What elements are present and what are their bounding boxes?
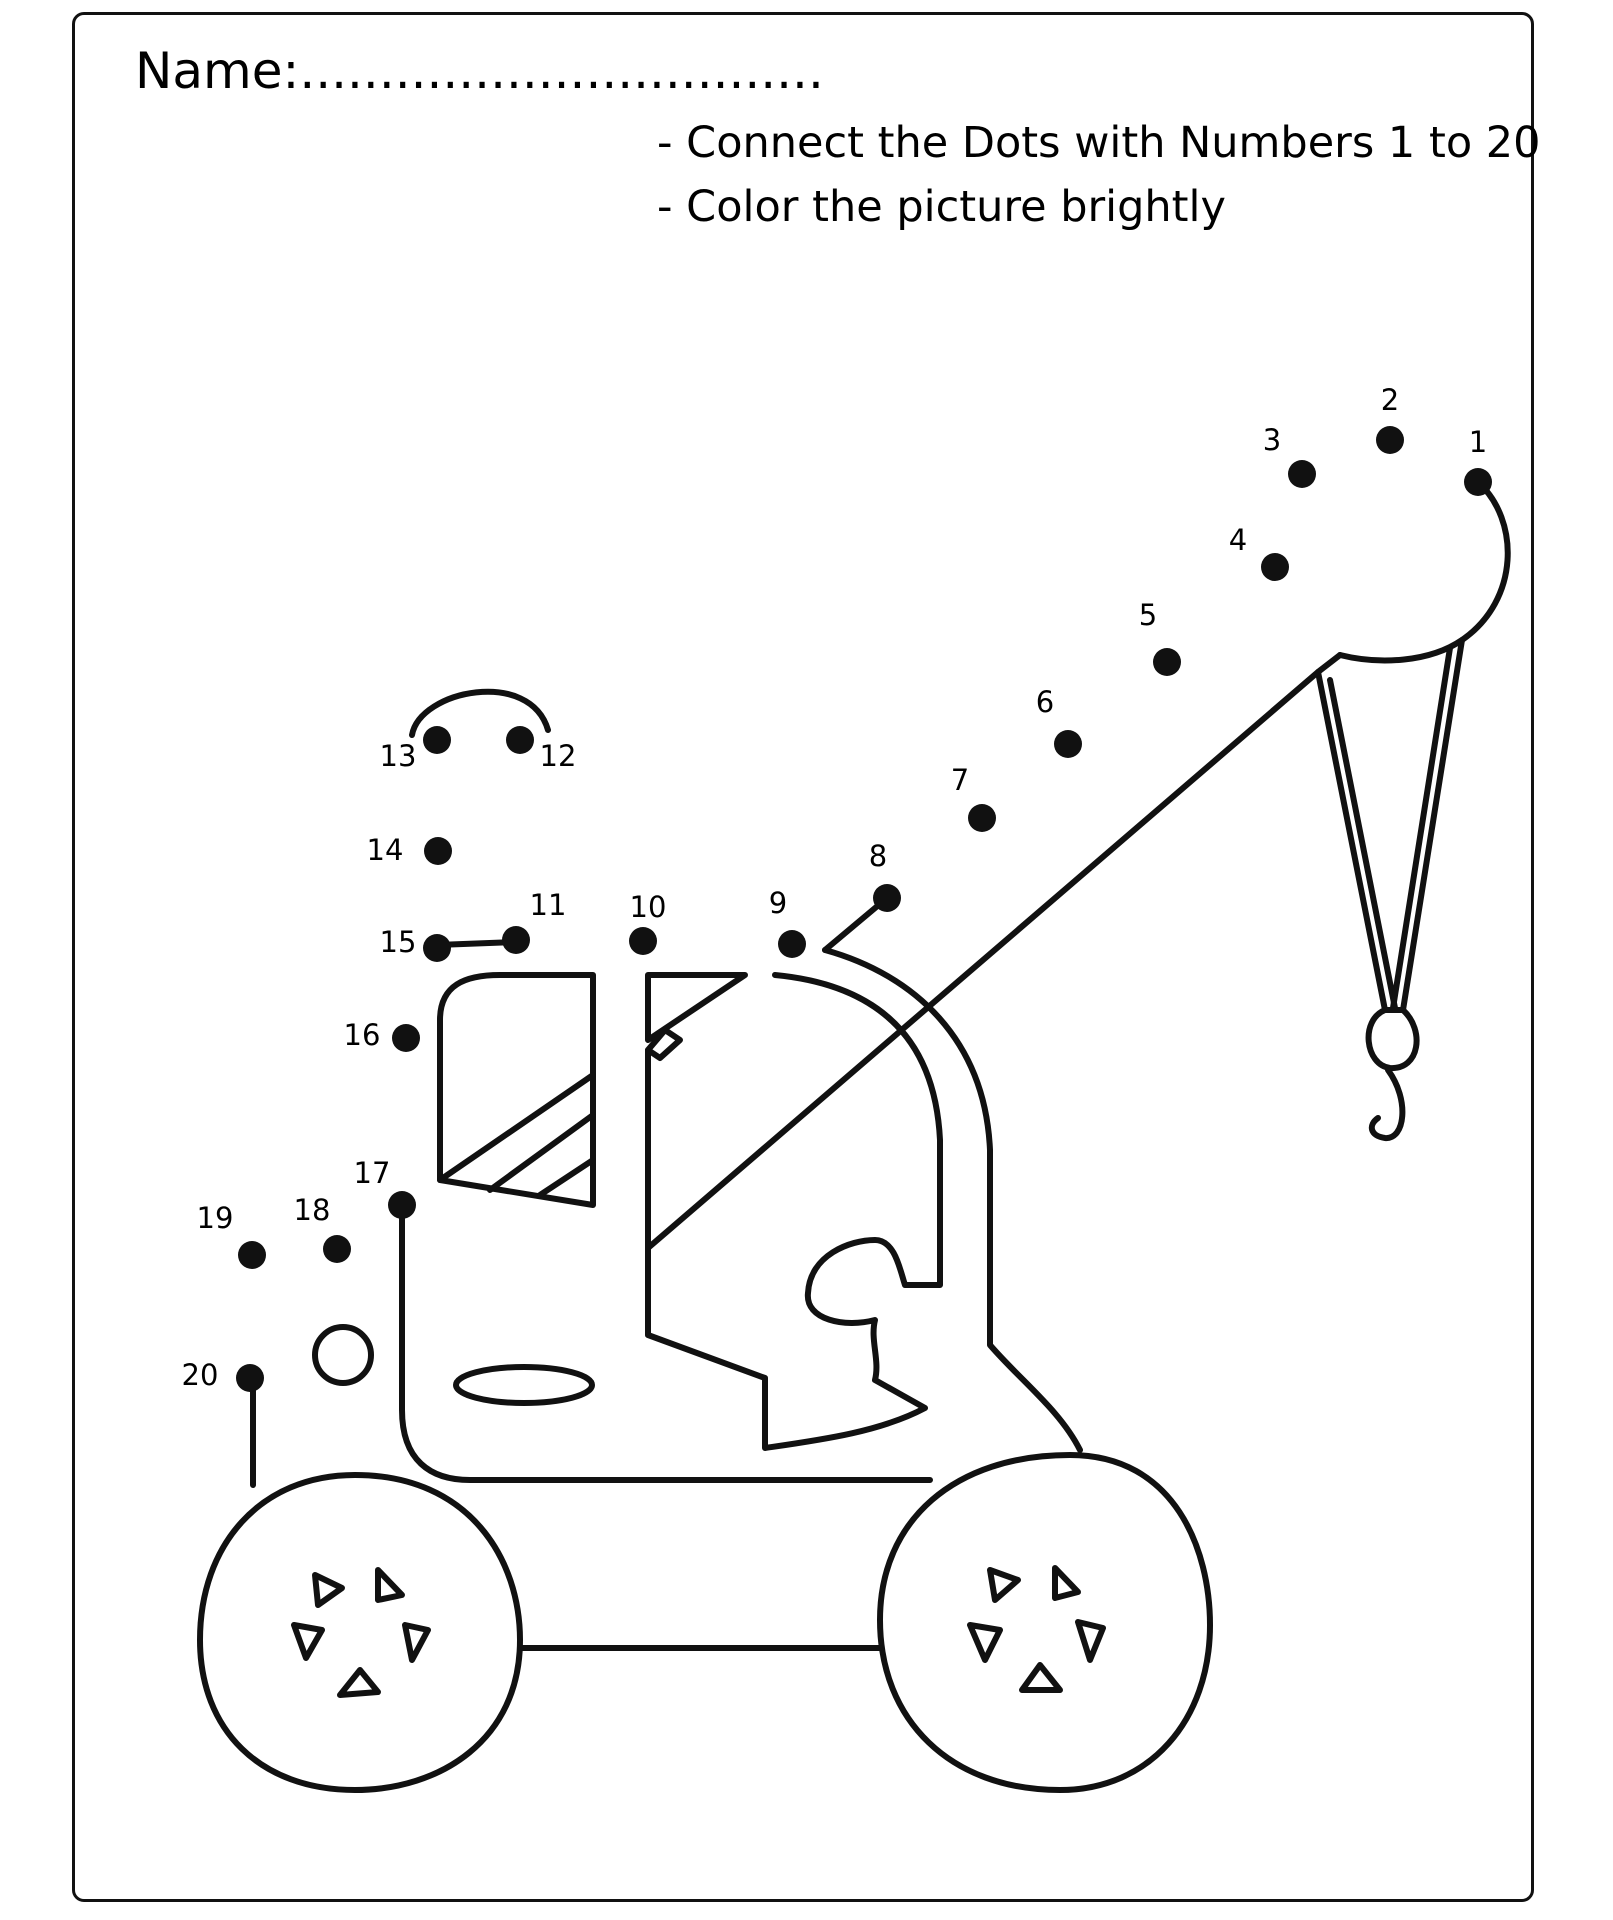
dot-8 — [873, 884, 901, 912]
side-panel-oval — [453, 1364, 595, 1406]
window-stripe-1 — [437, 1072, 596, 1183]
dot-1 — [1464, 468, 1492, 496]
left-wheel — [197, 1472, 523, 1793]
roof-light-arc — [409, 688, 551, 738]
name-field-label: Name:................................. — [135, 42, 824, 100]
dot-12 — [506, 726, 534, 754]
dot-label-18: 18 — [294, 1193, 331, 1227]
crane-hook-tip — [1368, 1067, 1406, 1141]
window-stripe-2 — [487, 1112, 596, 1193]
dot-label-16: 16 — [344, 1018, 381, 1052]
dot-3 — [1288, 460, 1316, 488]
crane-hook — [1365, 1007, 1420, 1072]
dot-label-12: 12 — [540, 739, 577, 773]
dot-label-10: 10 — [630, 890, 667, 924]
body-left-wall — [399, 1202, 933, 1483]
hook-cable-left — [1315, 669, 1388, 1013]
dot-label-11: 11 — [530, 888, 567, 922]
crane-boom — [645, 652, 1343, 1251]
left-wheel-nut — [312, 1572, 345, 1608]
left-wheel-nut — [337, 1667, 381, 1698]
dot-label-20: 20 — [182, 1358, 219, 1392]
dot-16 — [392, 1024, 420, 1052]
cab-front-curve — [645, 972, 943, 1451]
worksheet-frame — [72, 12, 1534, 1902]
dot-7 — [968, 804, 996, 832]
dot-9 — [778, 930, 806, 958]
left-wheel-nut — [291, 1622, 325, 1661]
cab-latch — [645, 1027, 683, 1061]
dot-5 — [1153, 648, 1181, 676]
dot-6 — [1054, 730, 1082, 758]
dot-label-3: 3 — [1263, 423, 1281, 457]
dot-label-15: 15 — [380, 925, 417, 959]
hook-cable-inner-right — [1390, 645, 1453, 1011]
cab-window-right — [645, 972, 748, 1043]
dot-15 — [423, 934, 451, 962]
dot-20 — [236, 1364, 264, 1392]
dot-label-14: 14 — [367, 833, 404, 867]
window-stripe-3 — [537, 1157, 596, 1198]
left-wheel-nut — [402, 1622, 431, 1663]
dot-label-19: 19 — [197, 1201, 234, 1235]
dot-14 — [424, 837, 452, 865]
hook-cable-inner-left — [1327, 677, 1398, 1011]
cab-right-wall — [822, 947, 1083, 1453]
right-wheel-nut — [967, 1622, 1003, 1663]
dot-11 — [502, 926, 530, 954]
dot-label-4: 4 — [1229, 523, 1247, 557]
dot-4 — [1261, 553, 1289, 581]
dot-10 — [629, 927, 657, 955]
dot-label-6: 6 — [1036, 685, 1054, 719]
dot-19 — [238, 1241, 266, 1269]
dot-label-7: 7 — [951, 763, 969, 797]
left-wheel-nut — [375, 1567, 405, 1603]
dot-label-5: 5 — [1139, 598, 1157, 632]
dot-13 — [423, 726, 451, 754]
right-wheel-nut — [1019, 1662, 1063, 1693]
dot-2 — [1376, 426, 1404, 454]
instruction-connect-dots: - Connect the Dots with Numbers 1 to 20 — [657, 118, 1541, 168]
hook-cable-right — [1400, 637, 1465, 1013]
right-wheel-nut — [1075, 1619, 1106, 1663]
instruction-color-picture: - Color the picture brightly — [657, 182, 1226, 232]
dot-label-9: 9 — [769, 886, 787, 920]
dot-label-1: 1 — [1469, 425, 1487, 459]
right-wheel-nut — [1052, 1565, 1081, 1601]
right-wheel-nut — [987, 1567, 1021, 1603]
dot-label-2: 2 — [1381, 383, 1399, 417]
dot-label-17: 17 — [354, 1156, 391, 1190]
dot-17 — [388, 1191, 416, 1219]
cab-window-left — [437, 972, 596, 1208]
dot-label-13: 13 — [380, 739, 417, 773]
headlight-circle — [312, 1324, 374, 1386]
right-wheel — [877, 1452, 1213, 1793]
dot-label-8: 8 — [869, 839, 887, 873]
dot-18 — [323, 1235, 351, 1263]
hook-cable-arc — [1337, 479, 1511, 664]
